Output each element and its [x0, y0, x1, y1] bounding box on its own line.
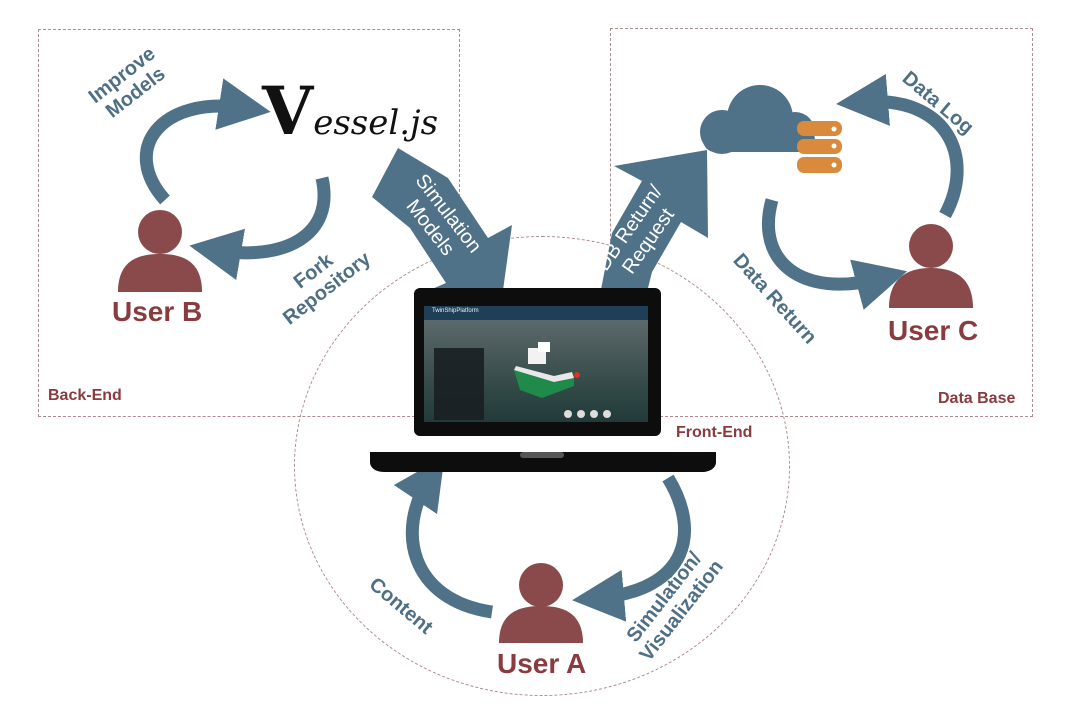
frontend-label: Front-End [676, 424, 753, 441]
backend-label: Back-End [48, 387, 122, 404]
simulation-visualization-arrow [572, 474, 692, 622]
content-arrow [393, 456, 494, 619]
laptop-screen: TwinShipPlatform [424, 306, 648, 422]
db-return-request-arrow [598, 150, 708, 312]
frontend-circle [294, 236, 790, 696]
data-return-arrow [761, 198, 908, 310]
database-frame [610, 28, 1033, 417]
user-b-label: User B [112, 296, 203, 327]
cloud-icon [700, 85, 815, 154]
fork-repository-arrow [189, 176, 331, 281]
improve-models-arrow [139, 78, 271, 205]
user-a-label: User A [497, 648, 587, 679]
data-log-arrow [836, 74, 964, 219]
app-title: TwinShipPlatform [432, 308, 479, 314]
user-c-label: User C [888, 315, 979, 346]
user-c-icon [889, 224, 973, 308]
vessel-js-logo: Vessel.js [262, 72, 438, 150]
database-label: Data Base [938, 390, 1016, 407]
simulation-models-arrow [372, 148, 512, 312]
ship-render [514, 342, 611, 418]
user-a-icon [499, 563, 583, 643]
user-b-icon [118, 210, 202, 292]
parameter-panel [434, 348, 484, 420]
database-icon [797, 121, 842, 173]
logo-big-letter: V [262, 72, 314, 150]
ocean-scene [424, 320, 648, 422]
app-header: TwinShipPlatform [424, 306, 648, 320]
logo-rest: essel.js [313, 103, 439, 143]
